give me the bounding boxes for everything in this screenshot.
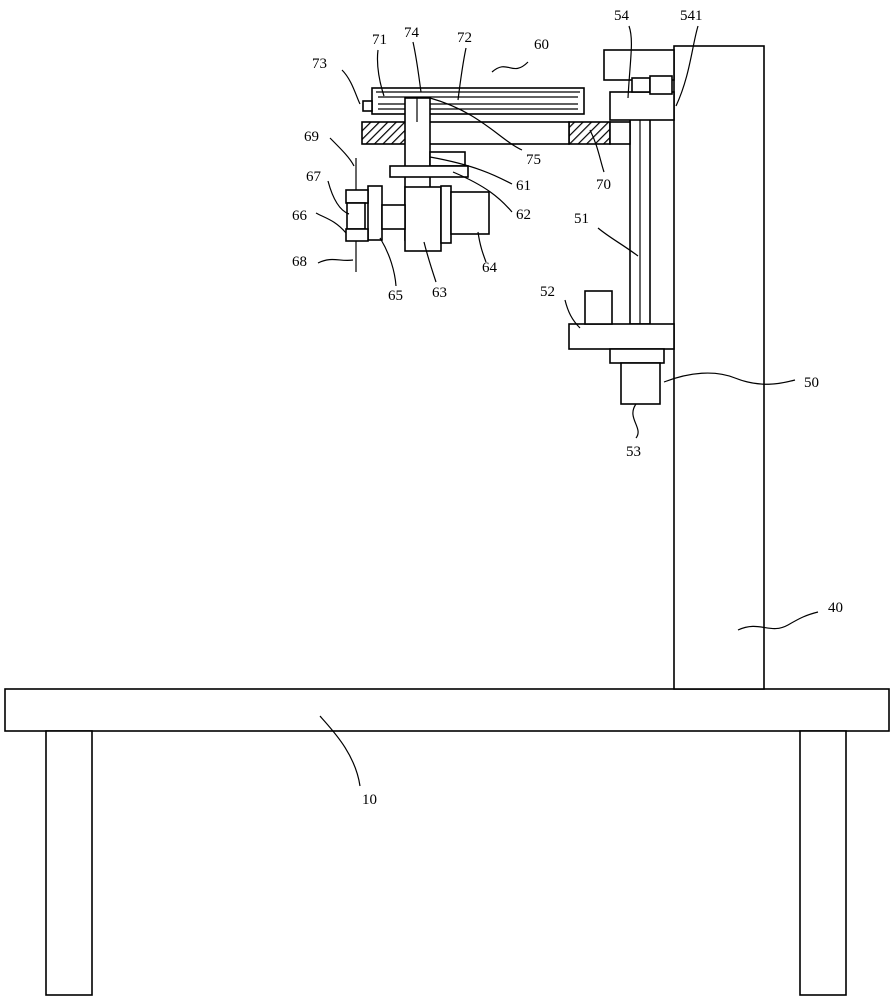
leader-541 bbox=[675, 25, 699, 107]
leader-75 bbox=[429, 97, 523, 151]
leader-73 bbox=[341, 69, 361, 105]
label-73: 73 bbox=[312, 56, 327, 72]
drive-motor bbox=[450, 191, 490, 235]
arm-plate-end bbox=[609, 121, 631, 145]
leader-62 bbox=[452, 171, 513, 213]
hatched-block-left bbox=[361, 121, 407, 145]
leader-74 bbox=[412, 41, 422, 93]
leader-lines bbox=[315, 25, 819, 787]
upper-block bbox=[603, 49, 675, 81]
leader-66 bbox=[315, 212, 347, 234]
tool-body bbox=[346, 202, 366, 230]
leader-10 bbox=[319, 715, 361, 787]
label-75: 75 bbox=[526, 152, 541, 168]
head-arm bbox=[381, 204, 406, 230]
label-64: 64 bbox=[482, 260, 498, 276]
label-50: 50 bbox=[804, 375, 819, 391]
leader-65 bbox=[379, 237, 397, 287]
gear-housing bbox=[404, 186, 442, 252]
arm-assembly bbox=[345, 87, 631, 272]
label-66: 66 bbox=[292, 208, 308, 224]
label-71: 71 bbox=[372, 32, 387, 48]
head-backplate bbox=[367, 185, 383, 241]
label-60: 60 bbox=[534, 37, 549, 53]
label-74: 74 bbox=[404, 25, 420, 41]
label-65: 65 bbox=[388, 288, 403, 304]
label-62: 62 bbox=[516, 207, 531, 223]
label-69: 69 bbox=[304, 129, 319, 145]
reference-labels: 10 40 50 51 52 53 54 541 60 61 62 63 64 … bbox=[292, 8, 843, 808]
frame-knob bbox=[362, 100, 373, 112]
tool-upper bbox=[345, 189, 369, 204]
leader-60 bbox=[491, 61, 529, 73]
leader-52 bbox=[564, 299, 581, 329]
leader-64 bbox=[477, 231, 487, 263]
leader-72 bbox=[457, 47, 467, 101]
leader-51 bbox=[597, 227, 639, 257]
upper-slider bbox=[609, 91, 675, 121]
column bbox=[673, 45, 765, 690]
leader-50 bbox=[663, 372, 796, 385]
leader-71 bbox=[376, 49, 385, 97]
label-54: 54 bbox=[614, 8, 630, 24]
leader-61 bbox=[429, 156, 513, 185]
label-52: 52 bbox=[540, 284, 555, 300]
leader-40 bbox=[737, 611, 819, 631]
label-61: 61 bbox=[516, 178, 531, 194]
tool-lower bbox=[345, 228, 369, 242]
table bbox=[4, 688, 890, 996]
table-leg-left bbox=[45, 730, 93, 996]
label-68: 68 bbox=[292, 254, 307, 270]
cross-plate bbox=[389, 165, 469, 178]
label-63: 63 bbox=[432, 285, 447, 301]
label-51: 51 bbox=[574, 211, 589, 227]
label-10: 10 bbox=[362, 792, 377, 808]
slider-nut bbox=[631, 77, 651, 93]
leader-53 bbox=[632, 403, 639, 439]
motor-body bbox=[620, 362, 661, 405]
leader-68 bbox=[317, 258, 354, 264]
table-top bbox=[4, 688, 890, 732]
leader-67 bbox=[327, 180, 350, 215]
label-53: 53 bbox=[626, 444, 641, 460]
leader-69 bbox=[329, 137, 355, 167]
bracket-box bbox=[584, 290, 613, 325]
drive-motor-flange bbox=[440, 185, 452, 244]
leader-63 bbox=[423, 241, 437, 283]
label-541: 541 bbox=[680, 8, 703, 24]
lower-bracket bbox=[568, 323, 675, 350]
hatched-block-right bbox=[568, 121, 611, 145]
motor-flange bbox=[609, 348, 665, 364]
label-40: 40 bbox=[828, 600, 843, 616]
leader-70 bbox=[589, 129, 605, 173]
slider-cap bbox=[649, 75, 673, 95]
label-67: 67 bbox=[306, 169, 322, 185]
label-72: 72 bbox=[457, 30, 472, 46]
lifting-assembly bbox=[568, 49, 675, 405]
leader-54 bbox=[627, 25, 633, 99]
label-70: 70 bbox=[596, 177, 611, 193]
table-leg-right bbox=[799, 730, 847, 996]
